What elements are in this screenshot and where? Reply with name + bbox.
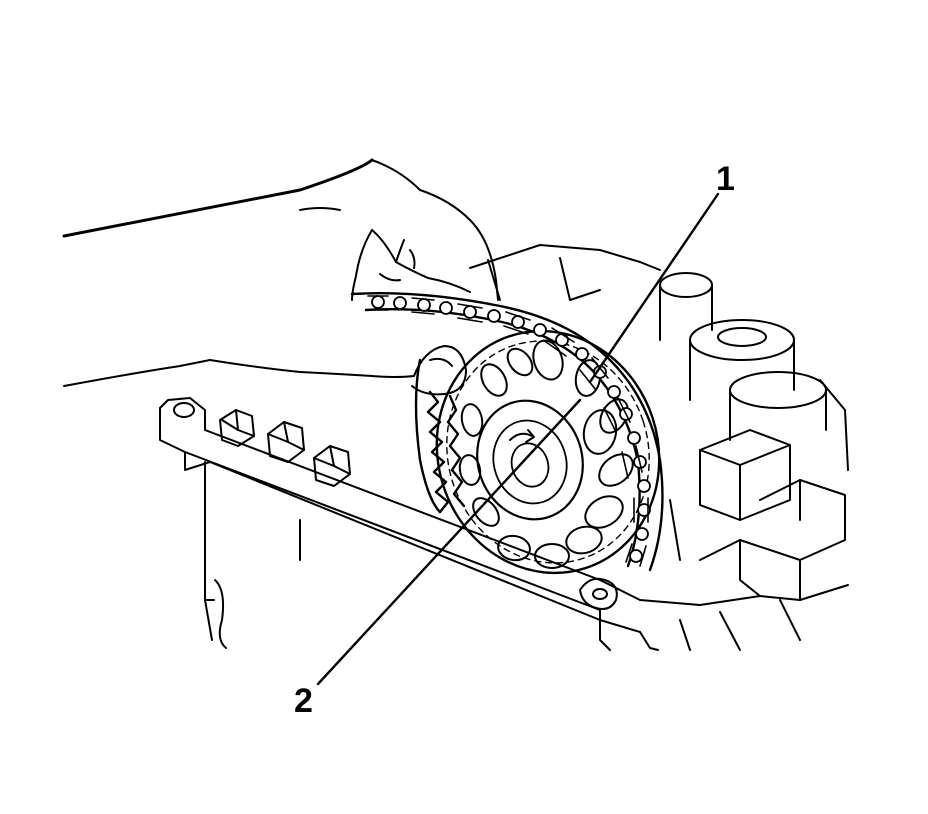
- timing-chain: [350, 292, 664, 572]
- chain-links: [367, 295, 649, 567]
- cylinder-head: [159, 397, 849, 651]
- bolt-3: [313, 445, 351, 487]
- callout-label-1: 1: [716, 160, 735, 198]
- bolt-1: [219, 409, 255, 447]
- flange-bolts: [219, 409, 351, 487]
- leader-line-2: [316, 398, 582, 686]
- hand: [62, 158, 499, 396]
- leader-lines: [316, 192, 720, 686]
- chain-guide: [414, 358, 466, 514]
- callout-label-2: 2: [294, 682, 313, 720]
- leader-line-1: [588, 192, 720, 384]
- cam-bearing-towers: [469, 244, 849, 561]
- bolt-2: [267, 421, 305, 463]
